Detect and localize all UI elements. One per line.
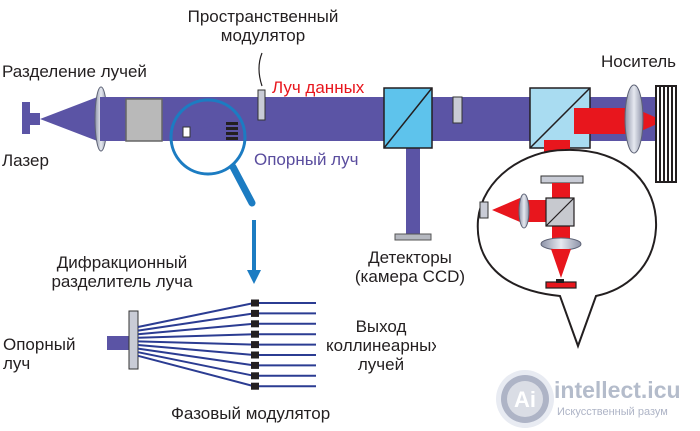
modulator-cell [251, 382, 259, 390]
collinear-fan-lines [137, 302, 316, 388]
modulator-cell [251, 320, 259, 328]
watermark-subtitle: Искусственный разум [557, 406, 668, 418]
label-reference-beam: Опорный луч [254, 150, 359, 169]
fan-line [137, 344, 316, 356]
magnifier-arrow-head [247, 270, 261, 284]
detail-lens-bottom [540, 237, 582, 251]
detail-cube-top-plate [540, 175, 584, 184]
fan-line [137, 333, 316, 339]
label-carrier: Носитель [601, 52, 676, 71]
modulator-cell [251, 330, 259, 338]
beam-splitter [125, 98, 163, 142]
fan-line [137, 340, 316, 346]
objective-lens [624, 84, 644, 154]
label-spatial-modulator: Пространственный модулятор [187, 7, 339, 45]
label-phase-modulator: Фазовый модулятор [171, 404, 331, 423]
modulator-cell [251, 351, 259, 359]
ai-logo-icon: Ai [496, 370, 554, 428]
label-detectors: Детекторы (камера CCD) [354, 248, 466, 286]
reference-beam-stack [226, 122, 238, 140]
svg-text:Ai: Ai [514, 387, 536, 412]
label-beam-split: Разделение лучей [2, 62, 147, 81]
label-collinear-output: Выход коллинеарных лучей [326, 317, 436, 374]
laser [22, 102, 40, 134]
modulator-cell [251, 299, 259, 307]
watermark-title: intellect.icu [554, 377, 681, 403]
detail-beam-splitter-cube [545, 197, 575, 227]
modulator-cell [251, 309, 259, 317]
detail-lens-left [518, 193, 530, 229]
reference-beam-source [182, 126, 191, 138]
magnifier-handle [229, 163, 256, 207]
detector-beam [406, 148, 420, 238]
detail-detector-mark [556, 279, 564, 283]
magnifier-circle [169, 98, 247, 176]
label-data-beam: Луч данных [272, 78, 365, 97]
polarizer-plate [452, 96, 463, 124]
spatial-modulator [257, 89, 266, 121]
detail-red-cone-left [492, 198, 520, 222]
detector-plate [394, 233, 432, 241]
main-beam-splitter-cube [383, 87, 433, 149]
modulator-cell [251, 361, 259, 369]
storage-medium [655, 85, 677, 183]
laser-expansion-beam [40, 96, 100, 142]
modulator-cell [251, 372, 259, 380]
fan-line [137, 322, 316, 336]
label-laser: Лазер [2, 151, 49, 170]
label-reference-beam-bottom: Опорный луч [3, 335, 76, 373]
spatial-modulator-pointer [258, 52, 263, 87]
phase-modulator-plate [128, 310, 139, 370]
label-diffraction-splitter: Дифракционный разделитель луча [51, 253, 193, 291]
watermark: Ai intellect.icu Искусственный разум [494, 368, 700, 431]
modulator-cell [251, 341, 259, 349]
detail-source [479, 201, 489, 219]
detail-red-cone-down [551, 249, 571, 278]
phase-modulator-cells [251, 299, 259, 390]
